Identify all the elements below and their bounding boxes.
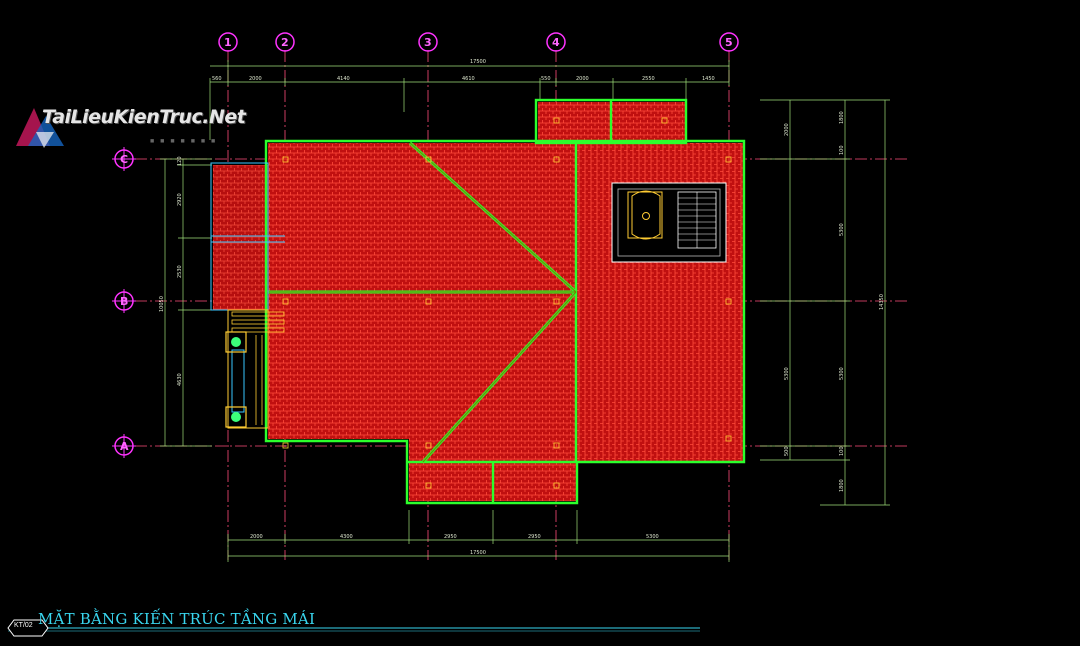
dim-left-seg-3: 2530 <box>177 265 183 278</box>
watermark-text: TaiLieuKienTruc.Net <box>42 106 246 128</box>
svg-text:5: 5 <box>725 36 733 49</box>
grid-bubble-row-b: B <box>112 289 136 313</box>
dim-bottom-total: 17500 <box>470 550 486 556</box>
dim-right-total: 14350 <box>879 294 885 310</box>
sheet-tag-frame <box>7 619 49 637</box>
stair-skylight <box>611 182 727 263</box>
pergola <box>225 309 285 429</box>
grid-bubble-col-1: 1 <box>218 32 238 52</box>
roof-outline <box>264 98 746 505</box>
grid-bubble-col-2: 2 <box>275 32 295 52</box>
grid-bubble-col-5: 5 <box>719 32 739 52</box>
dim-left-seg-4: 4630 <box>177 373 183 386</box>
dim-left-seg-2: 2920 <box>177 193 183 206</box>
grid-bubble-col-3: 3 <box>418 32 438 52</box>
svg-text:2: 2 <box>281 36 289 49</box>
svg-text:1: 1 <box>224 36 232 49</box>
dim-right-mid-2: 100 <box>839 145 845 155</box>
dim-left-total: 10050 <box>159 296 165 312</box>
dim-top-seg-8: 1450 <box>702 76 715 82</box>
grid-bubble-row-c: C <box>112 147 136 171</box>
dim-bottom-seg-2: 4300 <box>340 534 353 540</box>
dim-top-seg-6: 2000 <box>576 76 589 82</box>
svg-text:4: 4 <box>552 36 560 49</box>
dim-right-mid-4: 5300 <box>839 367 845 380</box>
roof-ridge-core <box>268 142 577 463</box>
svg-text:B: B <box>120 295 128 308</box>
dim-top-seg-4: 4610 <box>462 76 475 82</box>
dim-top-seg-5: 550 <box>541 76 551 82</box>
dim-right-inner-3: 5300 <box>784 367 790 380</box>
dim-bottom-seg-5: 5300 <box>646 534 659 540</box>
grid-bubble-col-4: 4 <box>546 32 566 52</box>
dim-top-total: 17500 <box>470 59 486 65</box>
left-dimensions <box>160 158 212 447</box>
dim-right-mid-6: 1800 <box>839 479 845 492</box>
svg-text:C: C <box>120 153 128 166</box>
dim-top-seg-1: 560 <box>212 76 222 82</box>
dim-bottom-seg-3: 2950 <box>444 534 457 540</box>
dim-left-seg-1: 120 <box>177 156 183 166</box>
svg-text:A: A <box>120 440 129 453</box>
top-dimensions <box>209 60 730 140</box>
dim-right-inner-1: 2000 <box>784 123 790 136</box>
column-dot-bottom <box>231 412 241 422</box>
dim-right-mid-1: 1800 <box>839 111 845 124</box>
drawing-title: MẶT BẰNG KIẾN TRÚC TẦNG MÁI <box>38 610 316 628</box>
grid-bubbles: 1 2 3 4 5 C B A <box>112 32 739 458</box>
logo-mark <box>16 108 64 148</box>
column-dot-top <box>231 337 241 347</box>
grid-bubble-row-a: A <box>112 434 136 458</box>
dim-top-seg-3: 4140 <box>337 76 350 82</box>
dim-top-seg-7: 2550 <box>642 76 655 82</box>
svg-text:3: 3 <box>424 36 432 49</box>
dim-top-seg-2: 2000 <box>249 76 262 82</box>
dim-right-mid-3: 5300 <box>839 223 845 236</box>
dim-right-mid-5: 100 <box>839 446 845 456</box>
dim-bottom-seg-1: 2000 <box>250 534 263 540</box>
dim-bottom-seg-4: 2950 <box>528 534 541 540</box>
bottom-dimensions <box>227 510 730 562</box>
column-markers <box>282 117 732 489</box>
watermark-subtext: ■ ■ ■ ■ ■ ■ ■ <box>150 138 218 145</box>
right-dimensions <box>760 99 890 506</box>
title-underline <box>8 627 700 632</box>
sheet-number: KT/02 <box>14 622 33 629</box>
dim-right-inner-4: 500 <box>784 446 790 456</box>
